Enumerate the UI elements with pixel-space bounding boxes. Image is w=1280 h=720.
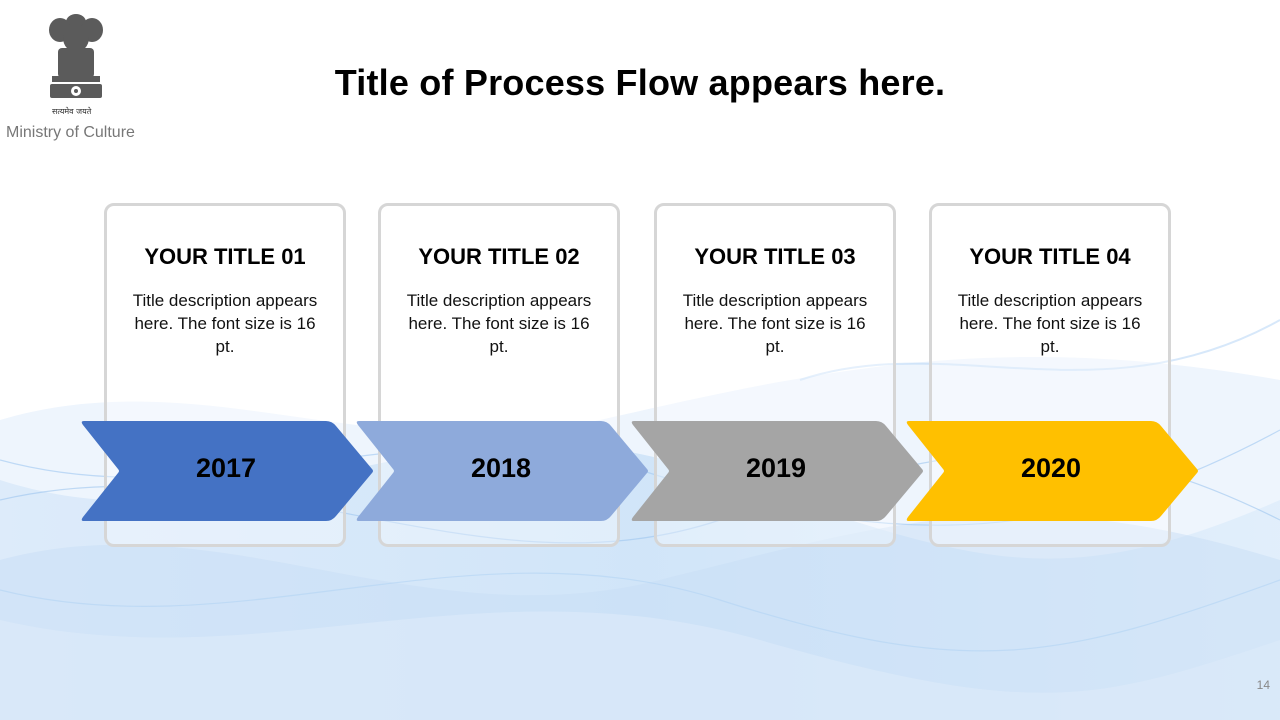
step-title: YOUR TITLE 03	[694, 244, 856, 269]
step-description: Title description appears here. The font…	[957, 291, 1143, 356]
year-chevron-2: 2018	[355, 421, 651, 521]
year-chevron-4: 2020	[905, 421, 1201, 521]
page-number: 14	[1256, 678, 1270, 692]
year-label: 2017	[195, 453, 257, 483]
year-label: 2018	[470, 453, 532, 483]
organization-name: Ministry of Culture	[6, 124, 135, 141]
chevron-shape	[631, 421, 923, 521]
year-label: 2019	[745, 453, 807, 483]
chevron-shape	[81, 421, 373, 521]
year-label: 2020	[1020, 453, 1082, 483]
step-description: Title description appears here. The font…	[132, 291, 318, 356]
step-description: Title description appears here. The font…	[682, 291, 868, 356]
step-title: YOUR TITLE 02	[418, 244, 580, 269]
chevron-shape	[356, 421, 648, 521]
page-title: Title of Process Flow appears here.	[334, 62, 946, 103]
emblem-logo	[49, 14, 103, 98]
chevron-shape	[906, 421, 1198, 521]
year-chevron-3: 2019	[630, 421, 926, 521]
step-title: YOUR TITLE 01	[144, 244, 306, 269]
year-chevron-1: 2017	[80, 421, 376, 521]
emblem-motto: सत्यमेव जयते	[52, 107, 92, 116]
step-title: YOUR TITLE 04	[969, 244, 1131, 269]
step-description: Title description appears here. The font…	[406, 291, 592, 356]
